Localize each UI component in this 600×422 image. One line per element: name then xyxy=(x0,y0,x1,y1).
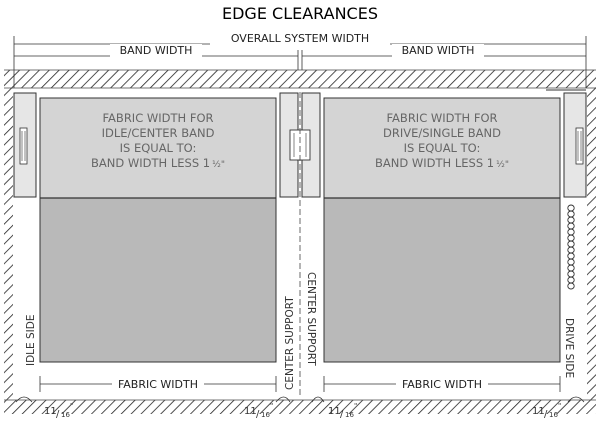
clearance-label-3: 11 / 16 " xyxy=(328,402,357,420)
idle-side-label: IDLE SIDE xyxy=(25,315,37,367)
right-fabric-note-line-2: DRIVE/SINGLE BAND xyxy=(383,126,501,140)
svg-text:11: 11 xyxy=(328,406,341,417)
svg-text:/: / xyxy=(544,409,548,420)
svg-text:": " xyxy=(270,402,273,410)
drive-side-label: DRIVE SIDE xyxy=(563,318,575,378)
overall-width-label: OVERALL SYSTEM WIDTH xyxy=(231,32,369,45)
floor-hatch xyxy=(4,399,596,414)
chain-link xyxy=(567,264,575,272)
left-wall-hatch xyxy=(4,88,13,400)
fabric-width-right-label: FABRIC WIDTH xyxy=(402,378,482,391)
drive-chain xyxy=(567,204,575,290)
chain-link xyxy=(567,270,575,278)
chain-link xyxy=(567,222,575,230)
svg-text:11: 11 xyxy=(44,406,57,417)
clearance-label-2: 11 / 16 " xyxy=(244,402,273,420)
overall-width-dimension: OVERALL SYSTEM WIDTH xyxy=(13,32,587,88)
center-support-bracket xyxy=(279,92,321,395)
chain-link xyxy=(567,258,575,266)
band-width-right-label: BAND WIDTH xyxy=(402,44,475,57)
svg-text:": " xyxy=(558,402,561,410)
chain-link xyxy=(567,228,575,236)
clearance-label-4: 11 / 16 " xyxy=(532,402,561,420)
right-fabric-note-line-3: IS EQUAL TO: xyxy=(404,141,481,155)
chain-link xyxy=(567,240,575,248)
band-width-dimension-right: BAND WIDTH xyxy=(301,44,586,70)
fabric-width-dimension-right: FABRIC WIDTH xyxy=(323,376,561,392)
clearance-arcs xyxy=(15,396,585,403)
center-support-label-left: CENTER SUPPORT xyxy=(284,296,296,390)
right-fabric-note-line-1: FABRIC WIDTH FOR xyxy=(387,111,498,125)
idle-side-bracket xyxy=(13,92,37,198)
band-width-dimension-left: BAND WIDTH xyxy=(14,44,299,70)
diagram-title: EDGE CLEARANCES xyxy=(222,4,378,23)
chain-link xyxy=(567,210,575,218)
svg-text:16: 16 xyxy=(549,411,558,419)
svg-text:/: / xyxy=(256,409,260,420)
left-fabric-note-line-3: IS EQUAL TO: xyxy=(120,141,197,155)
left-fabric-note-line-1: FABRIC WIDTH FOR xyxy=(103,111,214,125)
center-support-label-right: CENTER SUPPORT xyxy=(305,272,317,366)
chain-link xyxy=(567,252,575,260)
chain-link xyxy=(567,246,575,254)
svg-text:/: / xyxy=(340,409,344,420)
svg-text:/: / xyxy=(56,409,60,420)
drive-side-bracket xyxy=(546,89,587,198)
svg-text:": " xyxy=(354,402,357,410)
right-band-fabric xyxy=(323,97,561,363)
svg-text:16: 16 xyxy=(261,411,270,419)
left-band-fabric xyxy=(39,97,277,363)
band-width-left-label: BAND WIDTH xyxy=(120,44,193,57)
fabric-width-dimension-left: FABRIC WIDTH xyxy=(39,376,277,392)
right-wall-hatch xyxy=(587,88,596,400)
svg-text:": " xyxy=(70,402,73,410)
chain-link xyxy=(567,282,575,290)
svg-text:16: 16 xyxy=(61,411,70,419)
chain-link xyxy=(567,216,575,224)
svg-text:11: 11 xyxy=(244,406,257,417)
chain-link xyxy=(567,204,575,212)
header-hatch xyxy=(4,69,596,89)
chain-link xyxy=(567,234,575,242)
chain-link xyxy=(567,276,575,284)
fabric-width-left-label: FABRIC WIDTH xyxy=(118,378,198,391)
left-fabric-note-line-2: IDLE/CENTER BAND xyxy=(102,126,215,140)
clearance-label-1: 11 / 16 " xyxy=(44,402,73,420)
svg-text:16: 16 xyxy=(345,411,354,419)
svg-text:11: 11 xyxy=(532,406,545,417)
